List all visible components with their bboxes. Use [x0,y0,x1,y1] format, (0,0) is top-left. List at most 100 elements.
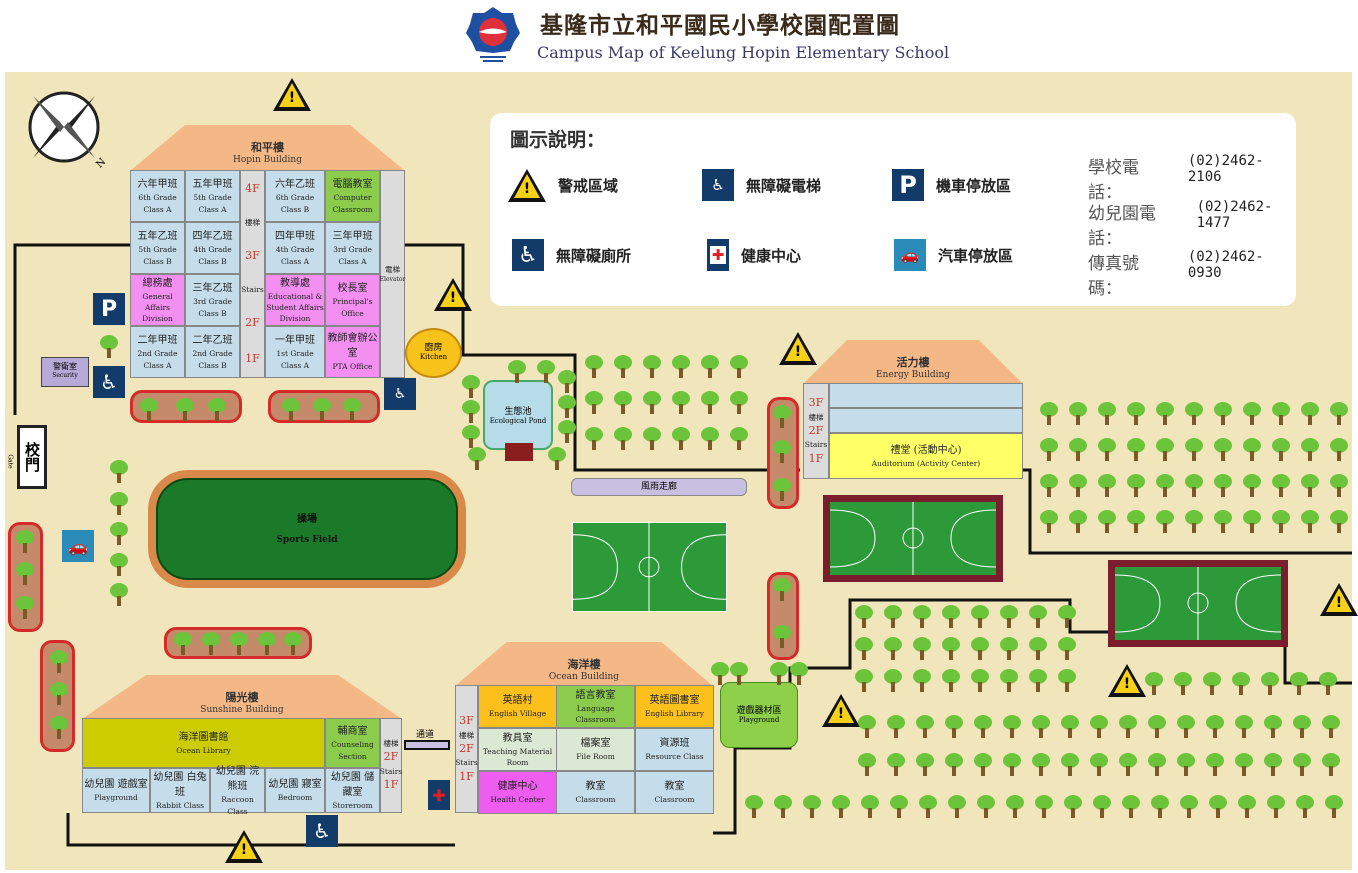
label: Ocean Library [176,745,231,755]
tree-icon [861,795,879,819]
tree-icon [832,795,850,819]
tree-icon [1003,753,1021,777]
school-gate: 校門 [17,425,47,489]
tree-icon [50,716,68,740]
tree-icon [1061,715,1079,739]
label: Storeroom [332,800,373,810]
tree-icon [614,355,632,379]
label: 3F [245,248,260,262]
tree-icon [1325,795,1343,819]
tree-icon [16,596,34,620]
tree-icon [1293,753,1311,777]
tree-icon [462,425,480,449]
school-logo [466,5,520,65]
tree-icon [730,355,748,379]
tree-icon [1069,510,1087,534]
label: 幼兒園 浣熊班 [215,766,260,793]
tree-icon [855,605,873,629]
label: 六年乙班 [275,179,315,191]
health-center-icon: ✚ [428,780,450,810]
label: 二年乙班 [192,335,233,347]
label: 1st Grade Class A [276,349,314,370]
tree-icon [1322,715,1340,739]
contact-school-phone: 學校電話：(02)2462-2106 [1088,153,1296,203]
tree-icon [774,795,792,819]
tree-icon [701,391,719,415]
tree-icon [887,715,905,739]
tree-icon [1145,672,1163,696]
label: 海洋圖書館 [178,731,229,743]
tree-icon [1127,402,1145,426]
label: Playground [94,793,138,803]
warning-icon [225,830,263,863]
tree-icon [773,478,791,502]
tree-icon [585,355,603,379]
tree-icon [919,795,937,819]
energy-2f [829,408,1023,433]
tree-icon [558,395,576,419]
covered-corridor: 風雨走廊 [571,478,747,496]
label: 3F [459,714,474,727]
sunshine-room: 幼兒園 遊戲室 Playground [82,768,150,813]
tree-icon [730,391,748,415]
tree-icon [1272,474,1290,498]
tree-icon [884,637,902,661]
label: 4th Grade Class A [275,245,315,266]
tree-icon [672,391,690,415]
label: Resource Class [645,752,704,762]
tree-icon [1151,795,1169,819]
tree-icon [1209,795,1227,819]
tree-icon [1174,672,1192,696]
legend-item-warning: 警戒區域 [508,169,618,202]
elevator-icon: ♿ [384,378,416,410]
tree-icon [202,632,220,656]
tree-icon [1264,715,1282,739]
tree-icon [803,795,821,819]
label: 教導處 [280,277,310,289]
tree-icon [1261,672,1279,696]
accessible-toilet-icon: ♿ [93,366,125,398]
tree-icon [462,400,480,424]
tree-icon [1185,402,1203,426]
tree-icon [773,625,791,649]
label: 2F [383,750,399,763]
car-parking-icon: 🚗 [894,239,926,271]
label: 幼兒園 遊戲室 [84,779,148,791]
label: 三年甲班 [332,231,373,243]
tree-icon [1156,474,1174,498]
tree-icon [16,562,34,586]
field-label-en: Sports Field [276,535,338,545]
tree-icon [1064,795,1082,819]
label: 電腦教室 [332,179,373,191]
legend-item-car-parking: 🚗汽車停放區 [894,239,1013,271]
tree-icon [1185,438,1203,462]
label: 資源班 [659,738,690,750]
label: Language Classroom [575,703,616,724]
tree-icon [585,391,603,415]
tree-icon [1214,474,1232,498]
label: 教師會辦公室 [327,333,378,360]
tree-icon [1058,637,1076,661]
tree-icon [1177,753,1195,777]
label: 樓梯 [245,217,260,227]
tree-icon [1272,510,1290,534]
tree-icon [942,669,960,693]
tree-icon [1006,795,1024,819]
tree-icon [858,715,876,739]
label: PTA Office [332,362,373,372]
label: 語言教室 [575,689,616,701]
